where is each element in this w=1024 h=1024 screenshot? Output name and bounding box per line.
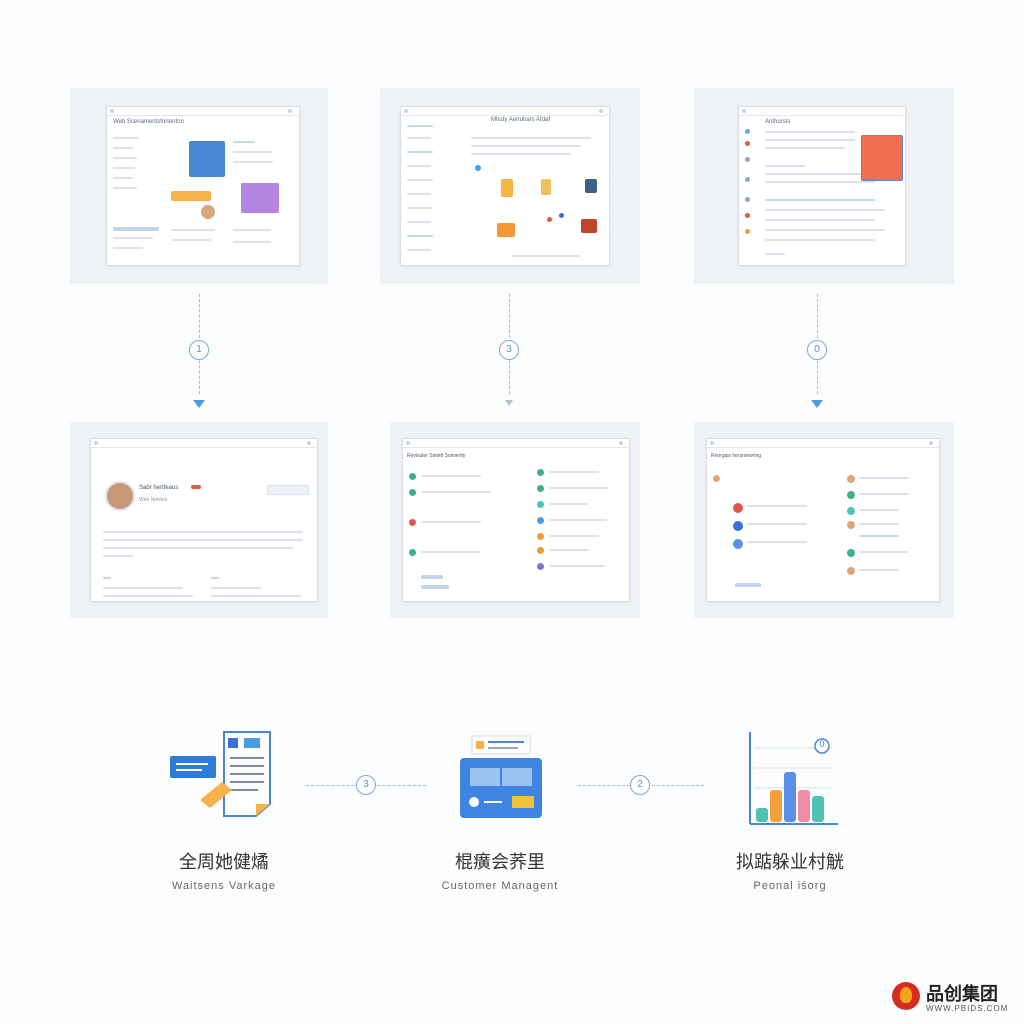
chart-badge-value: 0 xyxy=(819,739,825,749)
product-icon xyxy=(585,179,597,193)
screen-title: Web Scenamentsfortenton xyxy=(113,119,184,125)
document-chat-icon xyxy=(170,731,271,817)
top-panel-1: Web Scenamentsfortenton xyxy=(70,88,328,284)
top-panel-2: Mhuty Aertuhars Afdaf xyxy=(380,88,640,284)
screen-title: Revisuler Sintetl Sonverity xyxy=(407,453,466,459)
product-icon xyxy=(581,219,597,233)
step-number-badge: 3 xyxy=(499,340,519,360)
screenshot-profile: Sabr hertfeaus Web Netwek xyxy=(90,438,318,602)
status-badge xyxy=(191,485,201,489)
screenshot-product-catalog: Mhuty Aertuhars Afdaf xyxy=(400,106,610,266)
step-number-badge: 0 xyxy=(807,340,827,360)
arrow-down-icon xyxy=(193,400,205,408)
step-number-badge: 3 xyxy=(356,775,376,795)
avatar xyxy=(733,503,743,513)
step-title-cn: 拟踮躲业村觥 xyxy=(736,852,844,873)
illustration-icon xyxy=(861,135,903,181)
screenshot-activity-list: Revisuler Sintetl Sonverity xyxy=(402,438,630,602)
brand-logo-icon xyxy=(892,982,920,1010)
screen-title: Mhuty Aertuhars Afdaf xyxy=(491,117,551,123)
product-icon xyxy=(497,223,515,237)
product-icon xyxy=(541,179,551,195)
avatar xyxy=(733,539,743,549)
arrow-down-icon xyxy=(811,400,823,408)
action-button[interactable] xyxy=(267,485,309,495)
avatar xyxy=(105,481,135,511)
brand-url: WWW.PBIDS.COM xyxy=(926,1004,1009,1013)
image-thumbnail xyxy=(241,183,279,213)
bar-chart-icon xyxy=(749,732,838,825)
middle-panel-1: Sabr hertfeaus Web Netwek xyxy=(70,422,328,618)
screenshot-document-editor: Anthursts xyxy=(738,106,906,266)
screen-title: Rnorgais hersnmwring xyxy=(711,453,762,459)
profile-badge: Web Netwek xyxy=(139,497,168,503)
step-number-badge: 1 xyxy=(189,340,209,360)
middle-panel-3: Rnorgais hersnmwring xyxy=(694,422,954,618)
step-title-en: Peonal iśorg xyxy=(753,880,827,892)
shirt-icon xyxy=(189,141,225,177)
step-number-badge: 2 xyxy=(630,775,650,795)
middle-panel-2: Revisuler Sintetl Sonverity xyxy=(390,422,640,618)
step-title-cn: 全周她健燏 xyxy=(179,852,269,873)
step-title-cn: 棍癀会荞里 xyxy=(455,852,545,873)
avatar xyxy=(733,521,743,531)
screenshot-website-builder: Web Scenamentsfortenton xyxy=(106,106,300,266)
brand-name: 品创集团 xyxy=(926,984,998,1005)
avatar xyxy=(201,205,215,219)
screenshot-chat: Rnorgais hersnmwring xyxy=(706,438,940,602)
customer-card-icon xyxy=(460,735,542,818)
step-title-en: Customer Managent xyxy=(441,880,559,892)
brand-logo: 品创集团 WWW.PBIDS.COM xyxy=(892,980,1016,1016)
top-panel-3: Anthursts xyxy=(694,88,954,284)
screen-title: Anthursts xyxy=(765,119,791,125)
profile-name: Sabr hertfeaus xyxy=(139,485,179,491)
arrow-down-icon xyxy=(505,400,513,406)
step-title-en: Waitsens Varkage xyxy=(171,880,277,892)
product-icon xyxy=(501,179,513,197)
